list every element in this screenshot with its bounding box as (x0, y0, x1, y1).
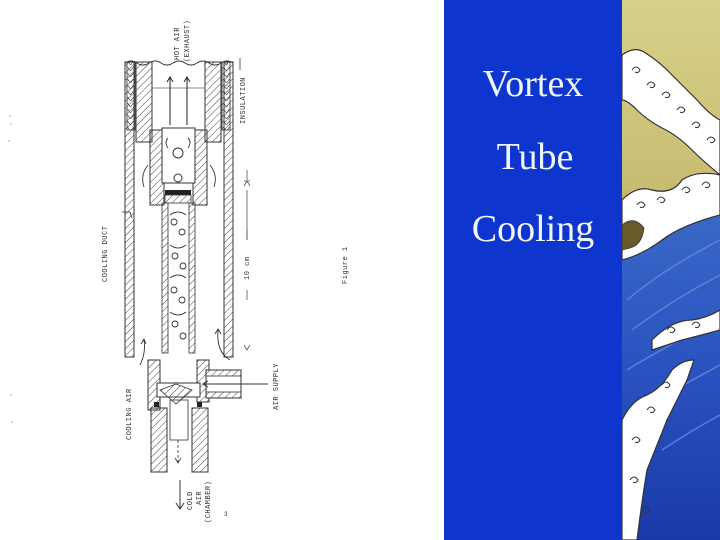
great-wave-artwork (622, 0, 720, 540)
label-cooling-air: COOLING AIR (126, 388, 134, 440)
label-air-supply: AIR SUPPLY (273, 362, 281, 410)
wave-illustration (622, 0, 720, 540)
label-figure: Figure 1 (342, 246, 350, 284)
title-line-3: Cooling (471, 208, 595, 250)
label-cold: COLD (187, 491, 195, 510)
title-panel: Vortex Tube Cooling (444, 0, 622, 540)
label-air: AIR (196, 490, 204, 505)
label-exhaust: (EXHAUST) (184, 19, 192, 62)
diagram-drawing (8, 58, 268, 510)
label-scale: 10 cm (244, 256, 252, 280)
title-line-1: Vortex (482, 63, 584, 105)
label-chamber: (CHAMBER) (205, 480, 213, 523)
label-cooling-duct: COOLING DUCT (102, 225, 110, 282)
page-mark: 3 (224, 511, 229, 518)
label-insulation: INSULATION (240, 76, 248, 124)
vortex-tube-diagram: HOT AIR (EXHAUST) INSULATION COOLING DUC… (8, 19, 350, 523)
label-hot-air: HOT AIR (174, 27, 182, 60)
title-line-2: Tube (496, 136, 574, 178)
